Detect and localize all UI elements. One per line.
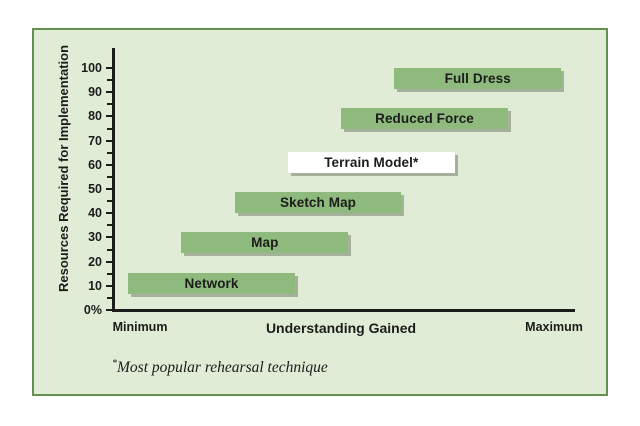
y-tick-label: 0% bbox=[83, 303, 102, 317]
y-minor-tick bbox=[107, 103, 112, 106]
y-major-tick bbox=[106, 139, 112, 142]
y-tick-label: 70 bbox=[88, 133, 102, 148]
y-major-tick bbox=[106, 212, 112, 215]
bar-map: Map bbox=[181, 231, 349, 253]
y-major-tick bbox=[106, 163, 112, 166]
y-tick-label: 100 bbox=[81, 61, 102, 75]
bar-network: Network bbox=[128, 272, 295, 294]
footnote-marker: * bbox=[112, 358, 117, 369]
y-minor-tick bbox=[107, 151, 112, 154]
y-minor-tick bbox=[107, 79, 112, 82]
x-axis-max-label: Maximum bbox=[525, 320, 583, 334]
y-minor-tick bbox=[107, 296, 112, 299]
y-major-tick bbox=[106, 260, 112, 263]
x-axis-line bbox=[112, 309, 575, 312]
bar-sketch-map: Sketch Map bbox=[234, 191, 402, 213]
bar-label: Network bbox=[184, 275, 239, 291]
y-minor-tick bbox=[107, 272, 112, 275]
y-tick-label: 20 bbox=[88, 254, 102, 269]
y-major-tick bbox=[106, 91, 112, 94]
y-major-tick bbox=[106, 309, 112, 311]
footnote-text: Most popular rehearsal technique bbox=[117, 359, 328, 377]
bar-label: Map bbox=[251, 234, 279, 250]
bar-label: Full Dress bbox=[444, 71, 511, 87]
bar-label: Reduced Force bbox=[375, 111, 474, 127]
x-axis-min-label: Minimum bbox=[112, 320, 168, 334]
y-major-tick bbox=[106, 188, 112, 190]
bar-full-dress: Full Dress bbox=[394, 68, 562, 90]
y-major-tick bbox=[106, 67, 112, 69]
y-tick-label: 60 bbox=[88, 157, 102, 172]
y-tick-label: 30 bbox=[88, 230, 102, 245]
y-tick-label: 50 bbox=[88, 182, 102, 196]
y-minor-tick bbox=[107, 248, 112, 251]
x-axis-title: Understanding Gained bbox=[265, 320, 417, 336]
y-axis-line bbox=[112, 48, 115, 312]
y-minor-tick bbox=[107, 200, 112, 203]
y-major-tick bbox=[106, 284, 112, 287]
bar-reduced-force: Reduced Force bbox=[341, 108, 508, 130]
y-tick-label: 80 bbox=[88, 109, 102, 124]
y-major-tick bbox=[106, 236, 112, 239]
y-tick-label: 40 bbox=[88, 206, 102, 221]
bar-label: Terrain Model* bbox=[324, 154, 419, 170]
chart-footnote: *Most popular rehearsal technique bbox=[112, 358, 328, 377]
bar-label: Sketch Map bbox=[280, 194, 357, 210]
bar-terrain-model: Terrain Model* bbox=[287, 151, 455, 173]
y-minor-tick bbox=[107, 175, 112, 178]
y-tick-label: 90 bbox=[88, 85, 102, 100]
y-tick-label: 10 bbox=[88, 278, 102, 293]
y-major-tick bbox=[106, 115, 112, 118]
y-minor-tick bbox=[107, 224, 112, 227]
chart-panel: Resources Required for Implementation Mi… bbox=[32, 28, 608, 396]
y-minor-tick bbox=[107, 127, 112, 130]
